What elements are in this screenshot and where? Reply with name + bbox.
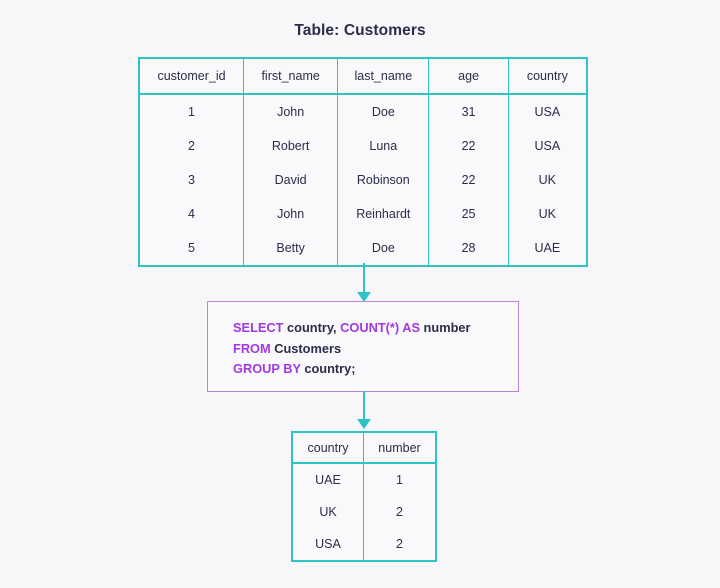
cell-country: UK: [538, 207, 557, 221]
table-row: UK 2: [293, 496, 435, 528]
sql-keyword-from: FROM: [233, 340, 271, 356]
source-column-header-last-name: last_name: [338, 59, 430, 93]
arrow-shaft: [363, 391, 366, 421]
cell-age: 22: [429, 163, 509, 197]
table-row: 4 John Reinhardt 25 UK: [140, 197, 586, 231]
cell-country: USA: [534, 105, 561, 119]
cell-country: UAE: [534, 241, 561, 255]
result-column-header-country: country: [293, 433, 364, 462]
arrow-head: [357, 419, 371, 429]
table-row: 5 Betty Doe 28 UAE: [140, 231, 586, 265]
arrow-down-icon-table-to-query: [357, 263, 371, 303]
cell-country: USA: [534, 139, 561, 153]
source-table-header-row: customer_id first_name last_name age cou…: [140, 59, 586, 95]
source-column-header-age: age: [429, 59, 509, 93]
cell-last-name: Robinson: [338, 163, 430, 197]
cell-first-name: David: [244, 163, 339, 197]
cell-country: UAE: [293, 464, 364, 496]
cell-customer-id: 2: [140, 129, 245, 163]
cell-first-name: Robert: [244, 129, 339, 163]
cell-customer-id: 3: [140, 163, 245, 197]
cell-country: UK: [293, 496, 364, 528]
source-column-header-country: country: [526, 69, 568, 83]
sql-keyword-group-by: GROUP BY: [233, 361, 301, 376]
table-row: 2 Robert Luna 22 USA: [140, 129, 586, 163]
cell-first-name: John: [244, 95, 339, 129]
sql-keyword-count-as: COUNT(*) AS: [340, 320, 420, 335]
sql-line-2: FROM Customers: [233, 339, 518, 360]
sql-keyword-select: SELECT: [233, 320, 284, 335]
source-column-header-customer-id: customer_id: [140, 59, 245, 93]
cell-number: 2: [396, 505, 403, 519]
cell-age: 28: [429, 231, 509, 265]
cell-number: 1: [396, 473, 403, 487]
source-table: customer_id first_name last_name age cou…: [138, 57, 588, 267]
arrow-shaft: [363, 263, 366, 294]
table-row: USA 2: [293, 528, 435, 560]
arrow-head: [357, 292, 371, 302]
cell-customer-id: 4: [140, 197, 245, 231]
table-row: UAE 1: [293, 464, 435, 496]
sql-query-box: SELECT country, COUNT(*) AS number FROM …: [207, 301, 519, 392]
cell-last-name: Reinhardt: [338, 197, 430, 231]
cell-last-name: Doe: [338, 95, 430, 129]
cell-country: UK: [538, 173, 557, 187]
cell-first-name: Betty: [244, 231, 339, 265]
sql-text-columns: country,: [283, 320, 341, 335]
cell-age: 22: [429, 129, 509, 163]
result-column-header-number: number: [378, 440, 421, 455]
cell-country: USA: [293, 528, 364, 560]
arrow-down-icon-query-to-result: [357, 391, 371, 431]
source-table-body: 1 John Doe 31 USA 2 Robert Luna 22 USA 3…: [140, 95, 586, 265]
sql-line-3: GROUP BY country;: [233, 359, 518, 380]
cell-first-name: John: [244, 197, 339, 231]
cell-age: 25: [429, 197, 509, 231]
result-table-body: UAE 1 UK 2 USA 2: [293, 464, 435, 560]
page-title: Table: Customers: [294, 22, 426, 39]
table-row: 3 David Robinson 22 UK: [140, 163, 586, 197]
sql-text-table: Customers: [270, 340, 342, 356]
cell-age: 31: [429, 95, 509, 129]
sql-text-group-column: country;: [300, 361, 356, 376]
cell-last-name: Doe: [338, 231, 430, 265]
result-table: country number UAE 1 UK 2 USA 2: [291, 431, 437, 562]
source-column-header-first-name: first_name: [244, 59, 339, 93]
cell-number: 2: [396, 537, 403, 551]
cell-customer-id: 1: [140, 95, 245, 129]
table-row: 1 John Doe 31 USA: [140, 95, 586, 129]
sql-text-alias: number: [420, 320, 471, 335]
result-table-header-row: country number: [293, 433, 435, 464]
sql-line-1: SELECT country, COUNT(*) AS number: [233, 318, 518, 339]
cell-customer-id: 5: [140, 231, 245, 265]
cell-last-name: Luna: [338, 129, 430, 163]
